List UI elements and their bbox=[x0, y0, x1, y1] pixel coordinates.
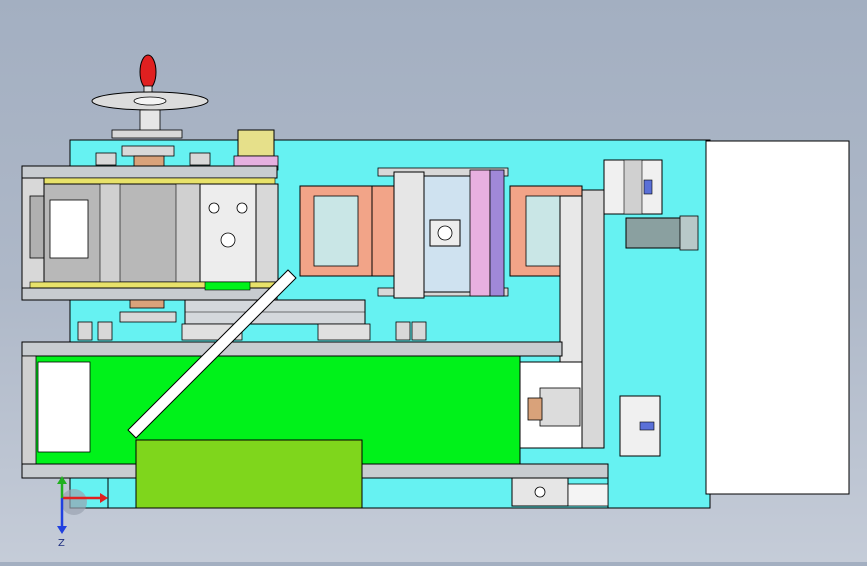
carriage-copper bbox=[527, 397, 543, 421]
handwheel-bracket bbox=[111, 129, 183, 139]
tray-left[interactable] bbox=[299, 185, 373, 277]
bracket-left bbox=[95, 152, 117, 166]
y-axis-arrow-icon bbox=[57, 476, 67, 484]
actuator-top-gray bbox=[623, 159, 643, 215]
frame-white-window bbox=[49, 199, 89, 259]
gripper-icon bbox=[437, 225, 453, 241]
servo-motor-end bbox=[679, 215, 699, 251]
bottom-motor[interactable] bbox=[511, 477, 609, 507]
vertical-slide-guide bbox=[581, 189, 605, 449]
bottom-brackets bbox=[77, 299, 427, 341]
bottom-bracket-2 bbox=[77, 321, 93, 341]
bottom-bracket-copper bbox=[129, 299, 165, 309]
top-motor-body[interactable] bbox=[237, 129, 275, 157]
side-panel[interactable] bbox=[705, 140, 850, 495]
transfer-module-purple-plate bbox=[489, 169, 505, 297]
axis-triad: Z bbox=[57, 476, 108, 549]
top-brackets bbox=[95, 145, 211, 167]
frame-panel-divider-1 bbox=[99, 183, 121, 283]
handwheel-shaft bbox=[139, 109, 161, 133]
tray-left-window bbox=[313, 195, 359, 267]
handwheel[interactable] bbox=[91, 54, 209, 139]
transfer-module[interactable] bbox=[377, 167, 509, 299]
handwheel-handle-icon[interactable] bbox=[139, 54, 157, 90]
gear-bolt-icon bbox=[220, 232, 236, 248]
frame-top-yellow bbox=[29, 177, 276, 185]
transfer-module-side bbox=[393, 171, 425, 299]
bracket-mid bbox=[121, 145, 175, 157]
left-frame-assembly[interactable] bbox=[21, 165, 279, 301]
bottom-motor-cap bbox=[567, 483, 609, 507]
actuator-bottom-blue bbox=[639, 421, 655, 431]
bottom-bracket-4 bbox=[395, 321, 411, 341]
frame-green-strip bbox=[204, 281, 251, 291]
bottom-bracket-1 bbox=[119, 311, 177, 323]
triad-origin bbox=[61, 489, 87, 515]
transfer-module-pink-plate bbox=[469, 169, 491, 297]
bracket-right bbox=[189, 152, 211, 166]
frame-panel-divider-2 bbox=[175, 183, 201, 283]
guide-rail[interactable] bbox=[181, 299, 371, 341]
frame-top-rail[interactable] bbox=[21, 165, 278, 179]
z-axis-label: Z bbox=[58, 538, 65, 549]
x-axis-arrow-icon bbox=[100, 493, 108, 503]
gear-bolt-icon bbox=[208, 202, 220, 214]
bottom-bracket-5 bbox=[411, 321, 427, 341]
bottom-bracket-3 bbox=[97, 321, 113, 341]
conveyor-top-rail[interactable] bbox=[21, 341, 563, 357]
conveyor-white-pad bbox=[37, 361, 91, 453]
product-block[interactable] bbox=[135, 439, 363, 509]
top-motor[interactable] bbox=[233, 129, 279, 171]
conveyor-left-roller bbox=[21, 355, 37, 465]
guide-rail-base-2 bbox=[317, 323, 371, 341]
bracket-mid-copper bbox=[133, 155, 165, 167]
right-actuators[interactable] bbox=[603, 159, 699, 457]
diagonal-deflector[interactable] bbox=[127, 269, 297, 439]
bottom-motor-bolt-icon bbox=[534, 486, 546, 498]
actuator-top-blue bbox=[643, 179, 653, 195]
gear-bolt-icon bbox=[236, 202, 248, 214]
frame-right-block bbox=[255, 183, 279, 283]
handwheel-hub bbox=[133, 96, 167, 106]
z-axis-arrow-icon bbox=[57, 526, 67, 534]
carriage-block bbox=[539, 387, 581, 427]
